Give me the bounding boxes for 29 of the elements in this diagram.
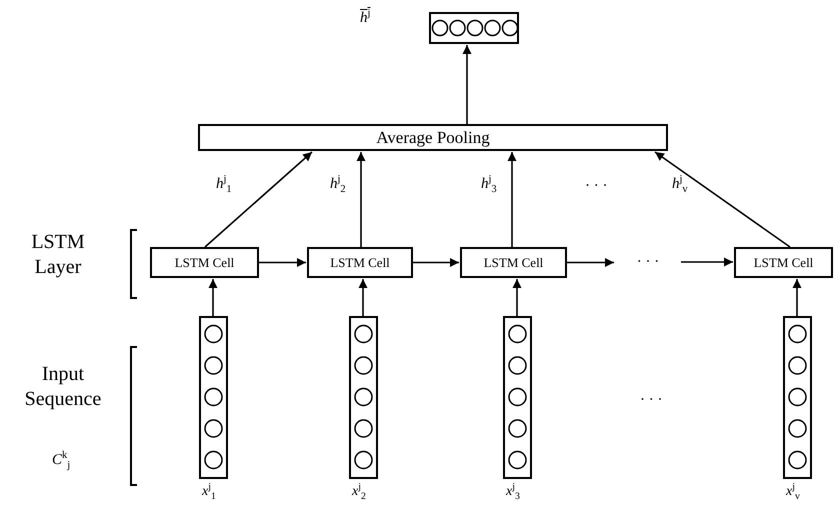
arrow <box>512 279 522 316</box>
arrow <box>462 45 472 124</box>
arrow <box>208 279 218 316</box>
arrow <box>204 151 313 248</box>
arrow <box>508 152 516 247</box>
vector-box <box>349 316 378 479</box>
vector-label: h$^{j}$ <box>360 10 370 26</box>
lstm-cell-box: LSTM Cell <box>460 247 567 278</box>
annotation: · · · <box>585 178 608 194</box>
vector-box <box>503 316 532 479</box>
annotation: · · · <box>640 392 662 408</box>
ellipsis: · · · <box>628 252 668 272</box>
pooling-box: Average Pooling <box>198 124 668 151</box>
arrow <box>681 258 733 266</box>
arrow <box>654 151 790 248</box>
vector-box <box>429 12 519 44</box>
vector-box <box>783 316 812 479</box>
arrow <box>792 279 802 316</box>
arrow <box>413 258 459 267</box>
arrow <box>358 279 368 316</box>
layer-label: Input Sequence <box>24 362 102 412</box>
lstm-cell-box: LSTM Cell <box>734 247 833 278</box>
vector-box <box>199 316 228 479</box>
layer-label: LSTM Layer <box>30 230 86 280</box>
lstm-cell-box: LSTM Cell <box>150 247 259 278</box>
lstm-cell-box: LSTM Cell <box>307 247 413 278</box>
arrow <box>567 258 614 267</box>
arrow <box>356 152 366 247</box>
arrow <box>259 258 306 267</box>
